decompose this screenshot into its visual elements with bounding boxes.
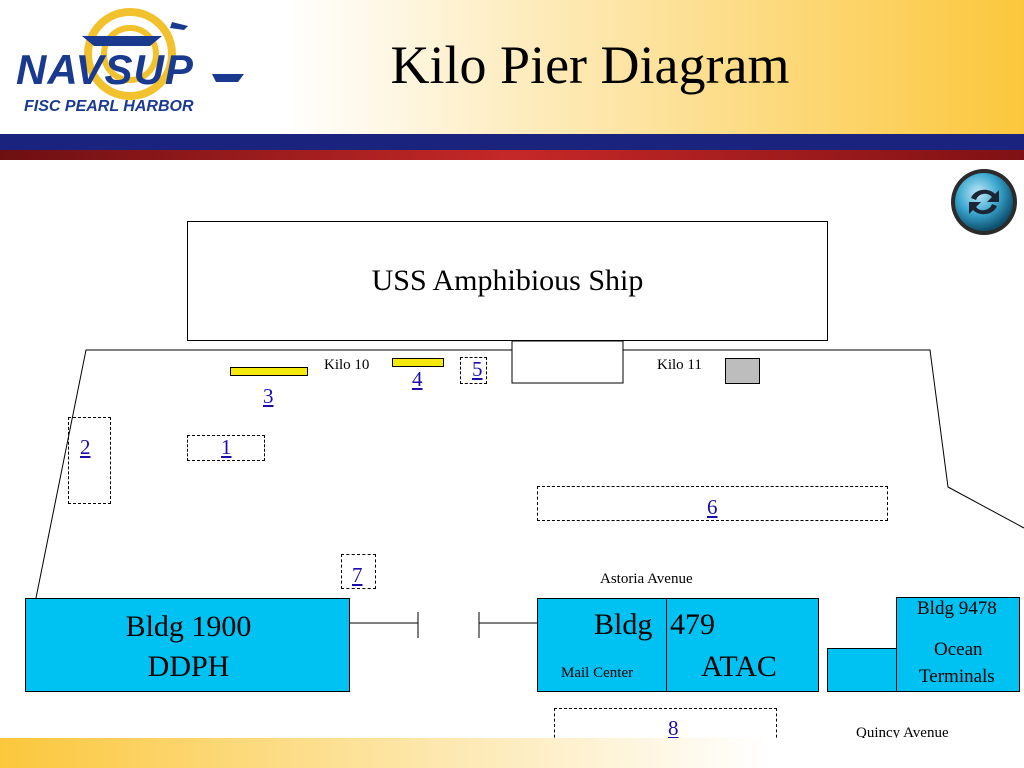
area-7 (341, 554, 376, 589)
link-4[interactable]: 4 (412, 367, 423, 391)
marker-3-bar (230, 367, 308, 376)
area-2 (68, 417, 111, 504)
logo-emblem (82, 8, 244, 100)
area-1 (187, 435, 265, 461)
footer-bar (0, 738, 1024, 768)
mail-center-label: Mail Center (561, 665, 634, 681)
bldg-479-word: Bldg (594, 608, 653, 641)
bldg-1900: Bldg 1900 DDPH (25, 598, 350, 692)
link-6[interactable]: 6 (707, 495, 718, 519)
bldg-1900-ddph: DDPH (147, 650, 230, 683)
refresh-arrows-icon (951, 169, 1017, 235)
link-5[interactable]: 5 (472, 357, 483, 381)
logo-subtitle: FISC PEARL HARBOR (24, 98, 194, 115)
bldg-9478-name: Bldg 9478 (917, 598, 997, 619)
ocean-label: Ocean (934, 639, 983, 660)
header-stripe-blue (0, 134, 1024, 150)
bldg-479: Bldg 479 Mail Center ATAC (537, 598, 819, 692)
astoria-avenue-label: Astoria Avenue (600, 571, 693, 587)
atac-label: ATAC (701, 650, 777, 683)
ship-label: USS Amphibious Ship (371, 264, 644, 297)
area-6 (537, 486, 888, 521)
logo-text: NAVSUP (16, 46, 194, 93)
kilo-11-label: Kilo 11 (657, 357, 702, 373)
link-7[interactable]: 7 (352, 563, 363, 587)
uss-amphibious-ship: USS Amphibious Ship (187, 221, 828, 341)
return-button[interactable] (949, 167, 1019, 237)
navsup-logo: NAVSUP FISC PEARL HARBOR (12, 6, 252, 126)
quincy-avenue-label: Quincy Avenue (856, 725, 949, 741)
link-2[interactable]: 2 (80, 435, 91, 459)
marker-4-bar (392, 358, 444, 367)
bldg-9478: Bldg 9478 Ocean Terminals (896, 597, 1020, 692)
bldg-479-number: 479 (670, 608, 715, 641)
page-title: Kilo Pier Diagram (390, 35, 790, 95)
gray-block (725, 358, 760, 384)
link-3[interactable]: 3 (263, 384, 274, 408)
area-5 (460, 357, 487, 384)
kilo-10-label: Kilo 10 (324, 357, 370, 373)
bldg-1900-name: Bldg 1900 (125, 610, 252, 643)
bldg-9478-annex (827, 648, 897, 692)
terminals-label: Terminals (919, 666, 995, 687)
header-stripe-red (0, 150, 1024, 160)
link-8[interactable]: 8 (668, 716, 679, 740)
link-1[interactable]: 1 (221, 435, 232, 459)
bldg-479-divider (666, 599, 667, 691)
